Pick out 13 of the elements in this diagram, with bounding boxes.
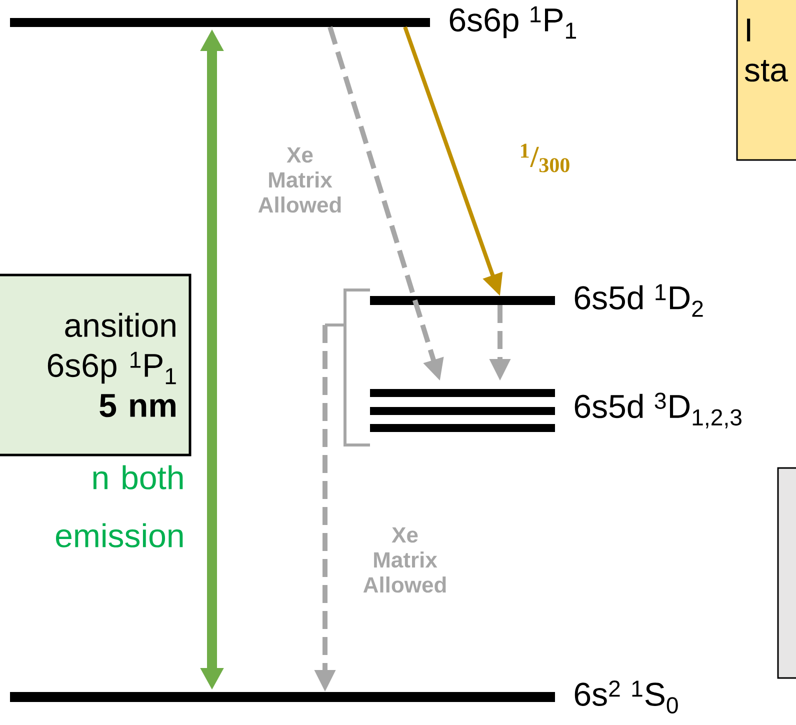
level-label: 6s5d $^{3}$D$_{1,2,3}$ bbox=[574, 392, 742, 428]
edge-label: Xe Matrix Allowed bbox=[359, 526, 451, 594]
level-label: 6s$^{2 1}$S$_{0}$ bbox=[574, 680, 678, 714]
level-lines bbox=[370, 389, 555, 432]
note-box: I sta bbox=[736, 0, 796, 161]
bracket bbox=[324, 288, 372, 446]
level-label: 6s6p $^{1}$P$_{1}$ bbox=[450, 6, 576, 39]
note-text: n both emission bbox=[56, 465, 183, 548]
transition-box: ansition 6s6p $^{1}$P$_{1}$ 5 nm bbox=[0, 274, 192, 456]
note-box bbox=[777, 467, 796, 679]
edge-label: $^{1}$/$_{300}$ bbox=[518, 142, 572, 174]
level-label: 6s5d $^{1}$D$_{2}$ bbox=[574, 284, 703, 317]
edge-label: Xe Matrix Allowed bbox=[254, 146, 346, 214]
